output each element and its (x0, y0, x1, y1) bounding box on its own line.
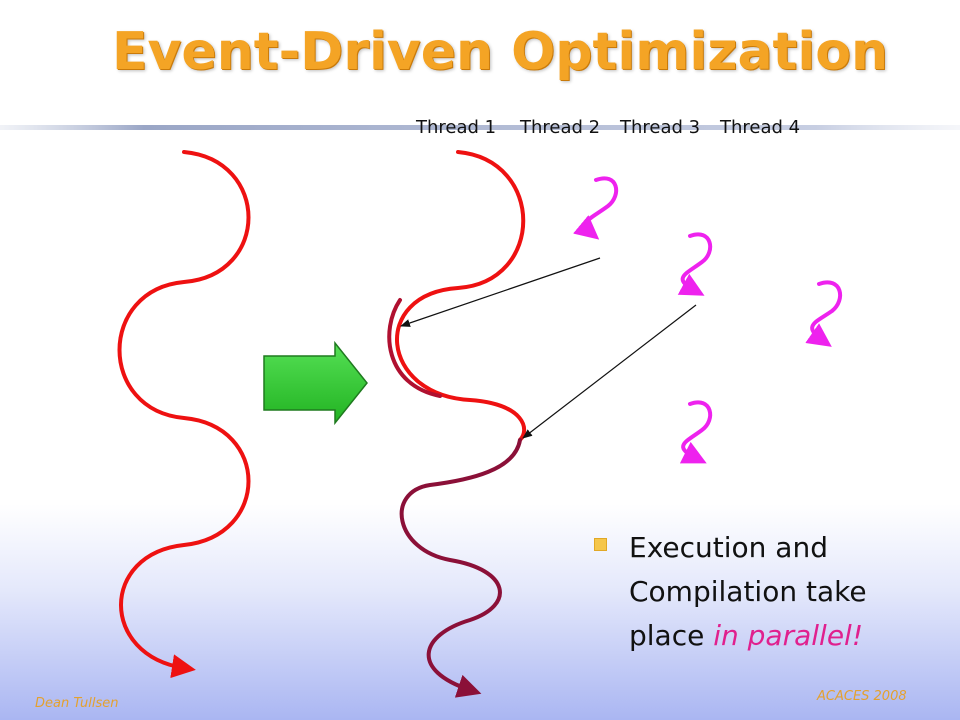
main-thread-upper (395, 150, 527, 442)
main-thread-transition (387, 298, 442, 398)
bullet-text: Execution and Compilation take place in … (629, 526, 934, 658)
bullet-marker (594, 538, 607, 551)
footer-event: ACACES 2008 (817, 689, 907, 704)
title-underline (0, 125, 960, 130)
original-thread-line (117, 150, 251, 679)
thread-label-1: Thread 1 (416, 117, 497, 138)
thread-label-3: Thread 3 (620, 117, 701, 138)
optimization-pointer-1 (400, 257, 601, 327)
bullet-point: Execution and Compilation take place in … (594, 526, 934, 658)
footer-author: Dean Tullsen (35, 696, 119, 711)
helper-thread-4 (679, 400, 713, 464)
main-thread-lower (399, 438, 522, 698)
optimization-pointer-2 (522, 304, 697, 439)
thread-label-4: Thread 4 (720, 117, 801, 138)
thread-label-2: Thread 2 (520, 117, 601, 138)
helper-thread-2 (677, 232, 713, 296)
helper-thread-1 (573, 176, 618, 240)
right-arrow-icon (263, 340, 368, 426)
bullet-text-main: Execution and Compilation take place (629, 531, 867, 652)
helper-thread-3 (805, 280, 842, 347)
slide-title: Event-Driven Optimization (112, 22, 888, 82)
bullet-emphasis: in parallel! (713, 619, 864, 652)
